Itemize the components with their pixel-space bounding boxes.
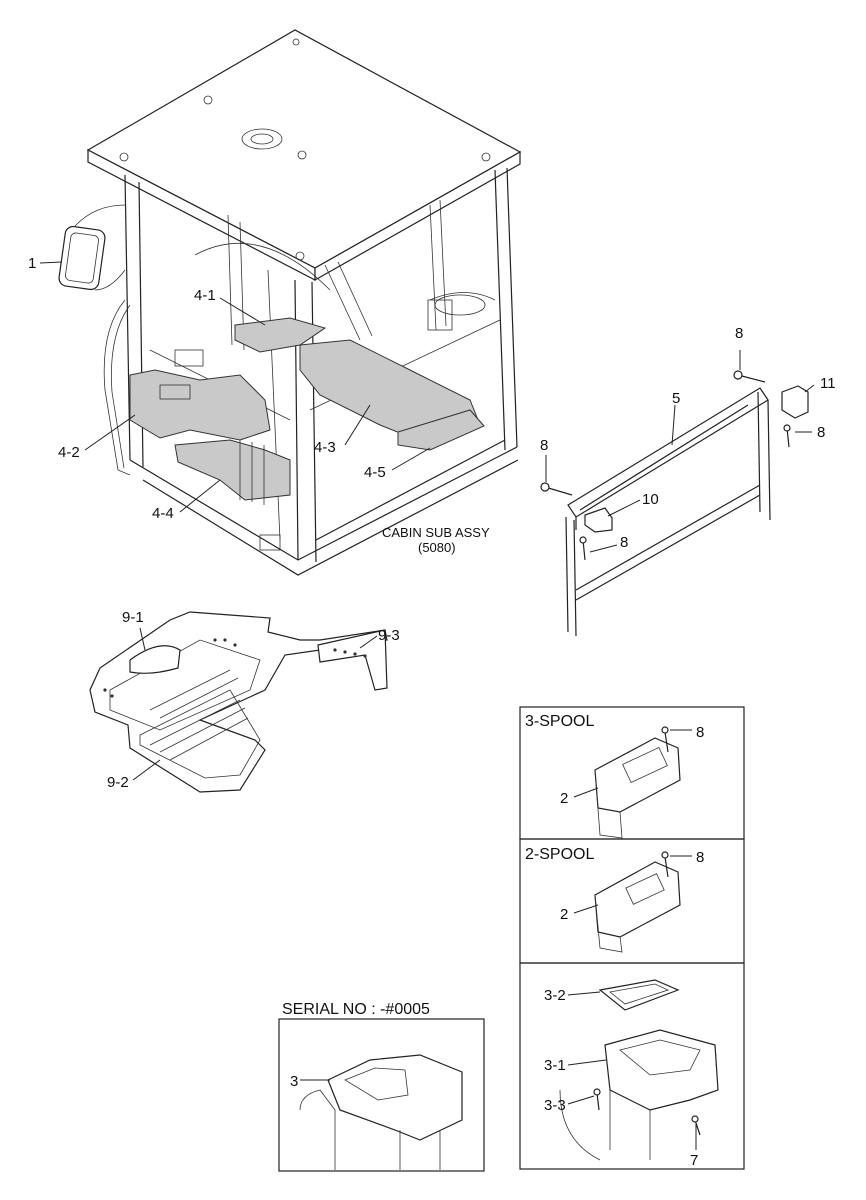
label-8-left: 8 (540, 437, 548, 454)
label-3: 3 (290, 1073, 298, 1090)
label-3-2: 3-2 (544, 987, 566, 1004)
label-4-3: 4-3 (314, 439, 336, 456)
mat-strip-9-3 (317, 629, 388, 691)
cover-3-spool (594, 726, 681, 839)
label-9-2: 9-2 (107, 774, 129, 791)
label-8-mid: 8 (620, 534, 628, 551)
caption-cabin-code: (5080) (418, 540, 456, 555)
floor-mat-4-4 (174, 439, 291, 501)
label-2-3spool: 2 (560, 790, 568, 807)
panel-title-serial: SERIAL NO : -#0005 (282, 1001, 430, 1018)
floor-mat-4-5 (397, 409, 485, 451)
label-9-1: 9-1 (122, 609, 144, 626)
label-10: 10 (642, 491, 659, 508)
label-9-3: 9-3 (378, 627, 400, 644)
part-labels: 1 4-1 4-2 4-3 4-4 4-5 5 8 8 8 8 10 11 CA… (28, 255, 836, 1169)
label-4-1: 4-1 (194, 287, 216, 304)
mirror (58, 204, 126, 291)
label-8-right: 8 (817, 424, 825, 441)
label-8-top: 8 (735, 325, 743, 342)
floor-mat-assembly (89, 611, 388, 793)
serial-panel (278, 1018, 485, 1172)
label-8-3spool: 8 (696, 724, 704, 741)
leader-lines (39, 261, 815, 1150)
bracket-10 (584, 507, 613, 533)
spool-panels (519, 706, 745, 1170)
label-8-2spool: 8 (696, 849, 704, 866)
label-3-3: 3-3 (544, 1097, 566, 1114)
label-11: 11 (820, 375, 836, 392)
cover-2-spool (594, 851, 681, 953)
label-7: 7 (690, 1152, 698, 1169)
label-4-5: 4-5 (364, 464, 386, 481)
console-bracket (559, 979, 719, 1161)
bolt-8-top (733, 370, 766, 383)
panel-title-3-spool: 3-SPOOL (525, 713, 594, 730)
mat-pad-9-1 (129, 645, 181, 674)
label-4-4: 4-4 (152, 505, 174, 522)
bracket-11 (781, 385, 809, 419)
panel-title-2-spool: 2-SPOOL (525, 846, 594, 863)
bolt-8-left (540, 482, 573, 496)
label-1: 1 (28, 255, 36, 272)
rear-guard-assembly (540, 370, 809, 637)
label-3-1: 3-1 (544, 1057, 566, 1074)
bolt-8-mid (579, 536, 587, 561)
floor-mat-4-2 (129, 369, 271, 441)
label-5: 5 (672, 390, 680, 407)
label-2-2spool: 2 (560, 906, 568, 923)
label-4-2: 4-2 (58, 444, 80, 461)
cabin-sub-assembly (58, 29, 522, 576)
caption-cabin-sub-assy: CABIN SUB ASSY (382, 525, 490, 540)
bolt-8-right (783, 424, 791, 448)
